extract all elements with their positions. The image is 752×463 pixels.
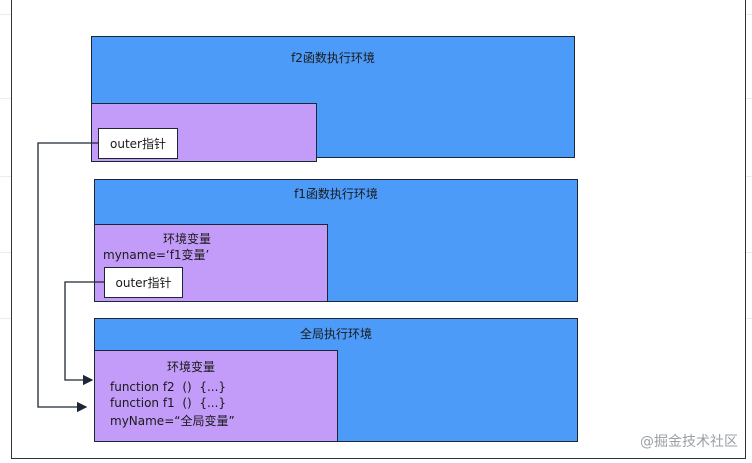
- global-variable-line-1: function f2 () {...}: [110, 380, 227, 394]
- global-variable-block: 环境变量 function f2 () {...} function f1 ()…: [94, 350, 338, 442]
- f2-environment-title: f2函数执行环境: [291, 51, 375, 65]
- f1-variable-title: 环境变量: [163, 232, 212, 246]
- global-variable-line-2: function f1 () {...}: [110, 396, 227, 410]
- global-environment-title: 全局执行环境: [299, 327, 372, 341]
- f1-variable-line: myname=‘f1变量’: [103, 248, 210, 262]
- f2-outer-pointer: outer指针: [98, 128, 178, 159]
- f1-environment-title: f1函数执行环境: [294, 187, 378, 201]
- global-variable-line-3: myName=“全局变量”: [110, 414, 235, 428]
- global-variable-title: 环境变量: [167, 360, 216, 374]
- watermark: @掘金技术社区: [640, 434, 738, 450]
- f1-outer-pointer: outer指针: [104, 267, 183, 298]
- f2-outer-arrow: [37, 142, 98, 413]
- f1-outer-arrow: [64, 281, 104, 386]
